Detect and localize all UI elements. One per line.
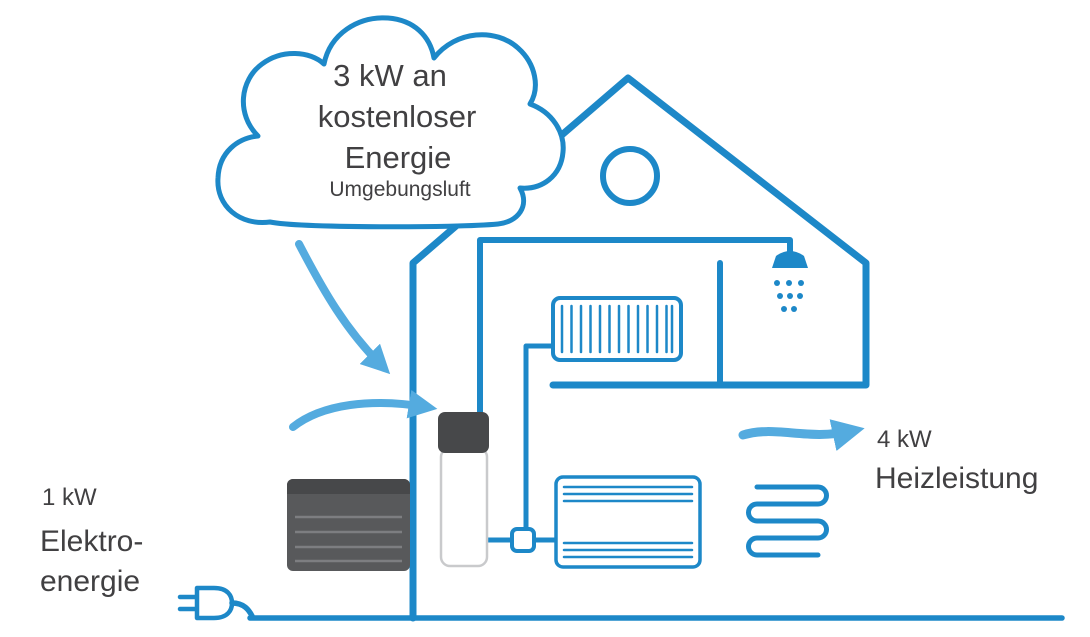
window-icon [600, 146, 660, 206]
output-arrow-icon [738, 419, 865, 451]
airflow-arrow-icon [295, 240, 391, 375]
house-icon [409, 74, 870, 622]
cloud-label-line2: kostenloser [318, 99, 477, 134]
input-power-label: 1 kW [42, 484, 97, 511]
power-plug-icon [177, 585, 255, 621]
heat-pump-icon [287, 479, 410, 571]
indoor-unit-icon [438, 412, 489, 568]
input-label-line2: energie [40, 565, 140, 598]
output-label: Heizleistung [875, 462, 1038, 495]
shower-icon [772, 251, 808, 312]
cloud-label-line1: 3 kW an [333, 58, 447, 93]
input-label-line1: Elektro- [40, 525, 143, 558]
fan-coil-unit-icon [554, 475, 702, 569]
radiator-icon [551, 296, 683, 362]
cloud-label-line3: Energie [345, 140, 452, 175]
valve-icon [510, 527, 536, 553]
airflow-arrow-icon [289, 389, 438, 431]
cloud-label-line4: Umgebungsluft [329, 178, 470, 201]
output-power-label: 4 kW [877, 426, 932, 453]
floor-heating-coil-icon [746, 484, 829, 558]
cloud-icon [215, 15, 566, 230]
